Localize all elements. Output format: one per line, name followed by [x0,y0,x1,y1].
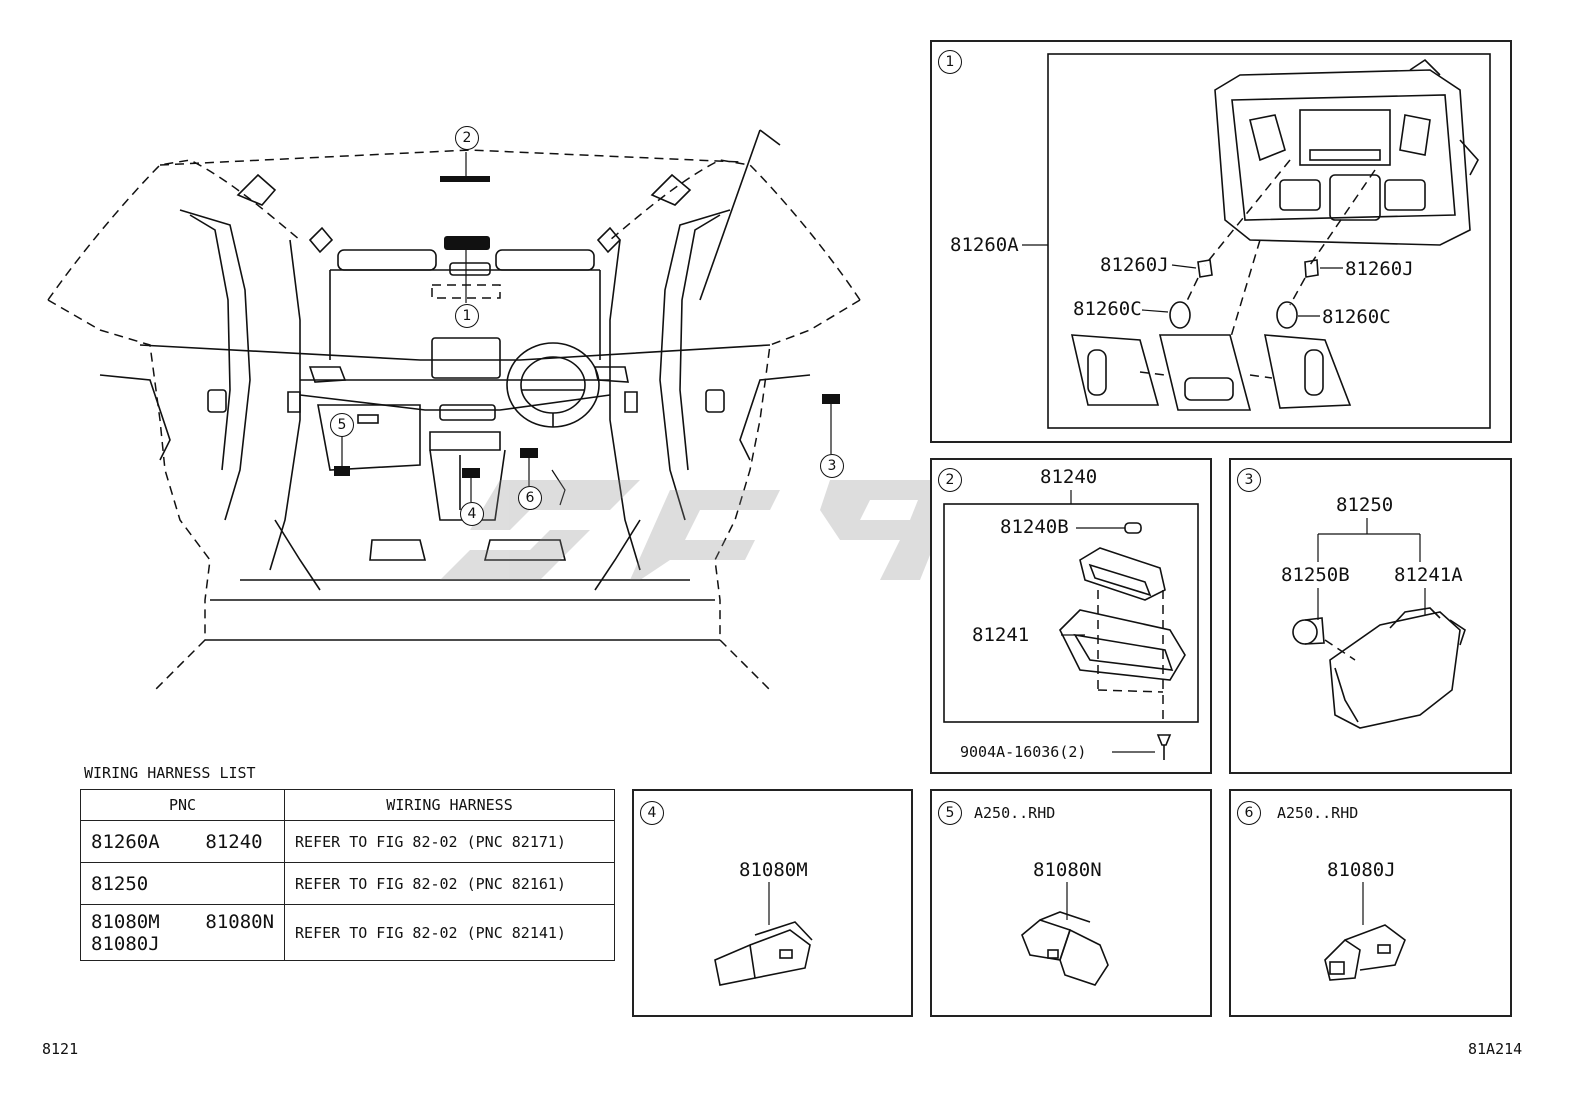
wiring-harness-table: PNC WIRING HARNESS 81260A 81240 REFER TO… [79,789,615,961]
part-81260J-left[interactable]: 81260J [1100,254,1169,276]
panel-1-number: 1 [938,50,962,74]
callout-5[interactable]: 5 [330,413,354,437]
callout-2[interactable]: 2 [455,126,479,150]
table-row: 81250 REFER TO FIG 82-02 (PNC 82161) [79,862,615,905]
figure-code-right: 81A214 [1468,1040,1523,1058]
panel-5-number: 5 [938,801,962,825]
panel-1: 1 [930,40,1512,443]
panel-5: 5 A250..RHD [930,789,1212,1017]
part-81240B[interactable]: 81240B [1000,516,1069,538]
figure-code-left: 8121 [42,1040,79,1058]
panel-6-note: A250..RHD [1277,804,1359,822]
panel-4: 4 [632,789,913,1017]
part-9004A-16036[interactable]: 9004A-16036(2) [960,743,1087,761]
panel-2-number: 2 [938,468,962,492]
header-pnc: PNC [79,789,286,821]
part-81250B[interactable]: 81250B [1281,564,1350,586]
part-81260C-right[interactable]: 81260C [1322,306,1391,328]
part-81240[interactable]: 81240 [1040,466,1098,488]
row-reference[interactable]: REFER TO FIG 82-02 (PNC 82141) [284,904,615,961]
part-81080M[interactable]: 81080M [739,859,808,881]
panel-3: 3 [1229,458,1512,774]
pnc-text[interactable]: 81260A 81240 [91,830,263,853]
row-pnc: 81250 [79,862,286,905]
row-pnc: 81080M 81080N 81080J [79,904,286,961]
header-wiring-harness: WIRING HARNESS [284,789,615,821]
part-81080J[interactable]: 81080J [1327,859,1396,881]
pnc-text[interactable]: 81080M 81080N [91,910,275,933]
panel-4-number: 4 [640,801,664,825]
part-81260A[interactable]: 81260A [950,234,1019,256]
pnc-text[interactable]: 81250 [91,872,149,895]
part-81260J-right[interactable]: 81260J [1345,258,1414,280]
part-81080N[interactable]: 81080N [1033,859,1102,881]
callout-4[interactable]: 4 [460,502,484,526]
callout-3[interactable]: 3 [820,454,844,478]
panel-6-number: 6 [1237,801,1261,825]
panel-5-note: A250..RHD [974,804,1056,822]
row-reference[interactable]: REFER TO FIG 82-02 (PNC 82171) [284,820,615,863]
panel-6: 6 A250..RHD [1229,789,1512,1017]
row-pnc: 81260A 81240 [79,820,286,863]
part-81241A[interactable]: 81241A [1394,564,1463,586]
callout-1[interactable]: 1 [455,304,479,328]
callout-6[interactable]: 6 [518,486,542,510]
table-row: 81080M 81080N 81080J REFER TO FIG 82-02 … [79,904,615,961]
table-row: 81260A 81240 REFER TO FIG 82-02 (PNC 821… [79,820,615,863]
panel-3-number: 3 [1237,468,1261,492]
row-reference[interactable]: REFER TO FIG 82-02 (PNC 82161) [284,862,615,905]
part-81250[interactable]: 81250 [1336,494,1394,516]
table-header-row: PNC WIRING HARNESS [79,789,615,821]
part-81241[interactable]: 81241 [972,624,1030,646]
part-81260C-left[interactable]: 81260C [1073,298,1142,320]
wiring-harness-title: WIRING HARNESS LIST [84,764,256,782]
pnc-text-second-line[interactable]: 81080J [91,932,160,955]
